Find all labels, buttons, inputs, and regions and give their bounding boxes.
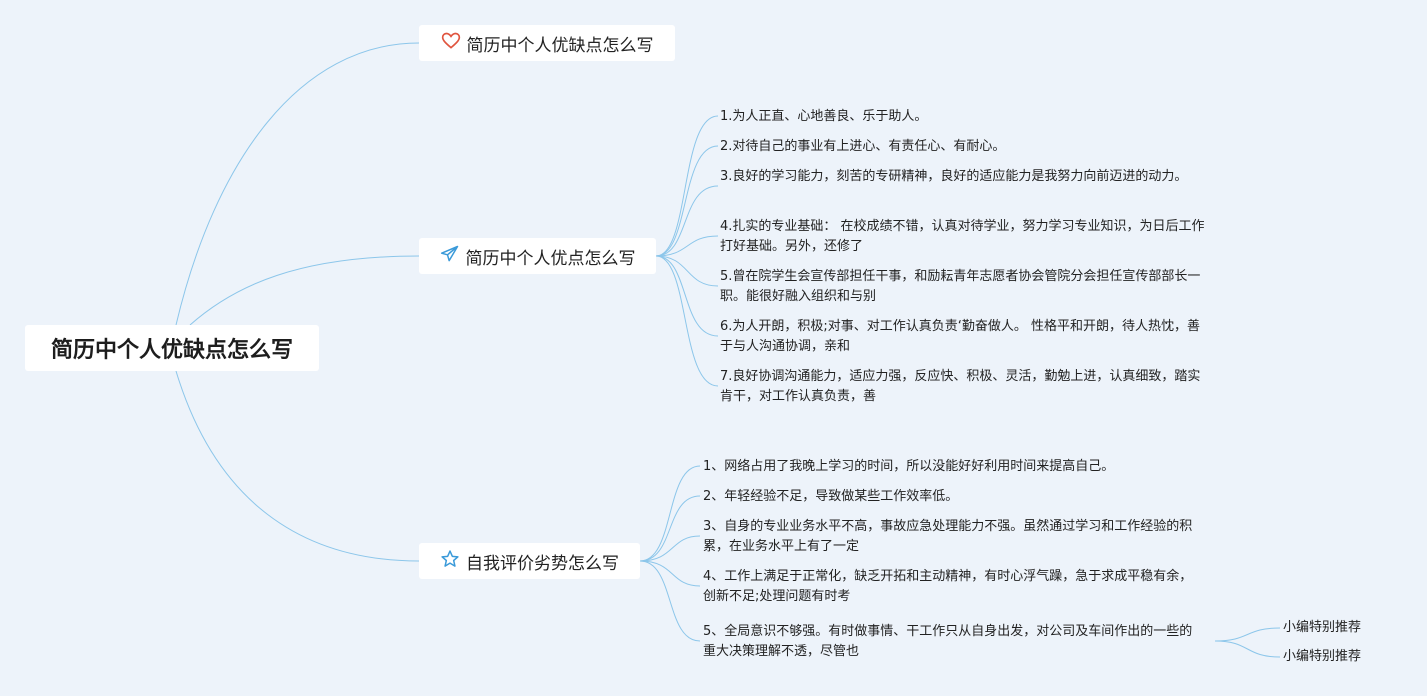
weakness-item-3[interactable]: 3、自身的专业业务水平不高，事故应急处理能力不强。虽然通过学习和工作经验的积累，…	[703, 519, 1193, 554]
star-icon	[440, 549, 460, 574]
root-node[interactable]: 简历中个人优缺点怎么写	[25, 325, 319, 371]
branch-node-strengths-weaknesses[interactable]: 简历中个人优缺点怎么写	[419, 25, 675, 61]
weakness-item-4[interactable]: 4、工作上满足于正常化，缺乏开拓和主动精神，有时心浮气躁，急于求成平稳有余，创新…	[703, 569, 1193, 604]
strength-item-1[interactable]: 1.为人正直、心地善良、乐于助人。	[720, 109, 928, 124]
heart-icon	[441, 31, 461, 56]
link-root-b1	[175, 42, 420, 326]
strength-item-4[interactable]: 4.扎实的专业基础： 在校成绩不错，认真对待学业，努力学习专业知识，为日后工作打…	[720, 219, 1205, 254]
paper-plane-icon	[440, 244, 460, 269]
strength-item-3[interactable]: 3.良好的学习能力，刻苦的专研精神，良好的适应能力是我努力向前迈进的动力。	[720, 169, 1188, 184]
strength-item-6[interactable]: 6.为人开朗，积极;对事、对工作认真负责‘勤奋做人。 性格平和开朗，待人热忱，善…	[720, 319, 1201, 354]
strength-item-2[interactable]: 2.对待自己的事业有上进心、有责任心、有耐心。	[720, 139, 1006, 154]
weakness-item-2[interactable]: 2、年轻经验不足，导致做某些工作效率低。	[703, 489, 959, 504]
strength-item-7[interactable]: 7.良好协调沟通能力，适应力强，反应快、积极、灵活，勤勉上进，认真细致，踏实肯干…	[720, 369, 1201, 404]
branch-label: 自我评价劣势怎么写	[466, 553, 619, 574]
root-label: 简历中个人优缺点怎么写	[50, 338, 293, 363]
weakness-item-5[interactable]: 5、全局意识不够强。有时做事情、干工作只从自身出发，对公司及车间作出的一些的重大…	[703, 624, 1193, 659]
branch-node-strengths[interactable]: 简历中个人优点怎么写	[419, 238, 656, 274]
strength-item-5[interactable]: 5.曾在院学生会宣传部担任干事，和励耘青年志愿者协会管院分会担任宣传部部长一职。…	[720, 269, 1201, 304]
link-root-b3	[175, 370, 420, 562]
branch-label: 简历中个人优点怎么写	[465, 248, 636, 269]
branch-node-weaknesses[interactable]: 自我评价劣势怎么写	[419, 543, 640, 579]
recommend-item-1[interactable]: 小编特别推荐	[1283, 620, 1362, 635]
recommend-item-2[interactable]: 小编特别推荐	[1283, 649, 1362, 664]
link-root-b2	[189, 255, 420, 326]
branch-label: 简历中个人优缺点怎么写	[466, 35, 654, 56]
weakness-item-1[interactable]: 1、网络占用了我晚上学习的时间，所以没能好好利用时间来提高自己。	[703, 459, 1115, 474]
